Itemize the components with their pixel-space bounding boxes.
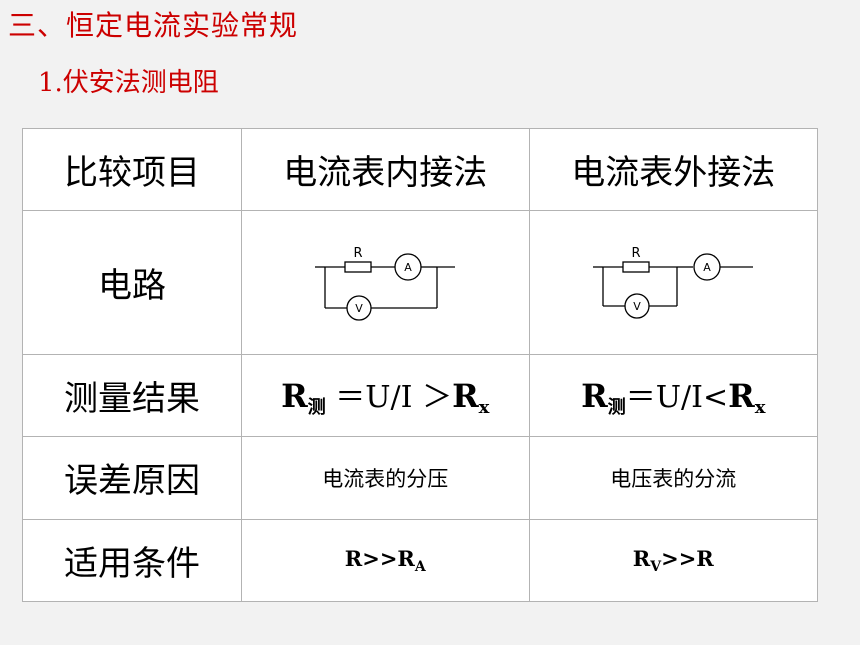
cell-applicable-outer: RV>>R — [528, 518, 819, 603]
table-row-error: 误差原因 电流表的分压 电压表的分流 — [22, 436, 819, 520]
inner-result-formula: R测 ＝U/I ＞Rx — [281, 376, 490, 418]
inner-ammeter-label: A — [405, 261, 413, 274]
row-label-error: 误差原因 — [22, 436, 242, 520]
outer-result-formula: R测＝U/I<Rx — [581, 376, 766, 418]
inner-circuit-diagram: R A V — [311, 239, 460, 326]
outer-voltmeter-label: V — [634, 300, 642, 313]
row-label-circuit: 电路 — [22, 210, 242, 355]
table-header-row: 比较项目 电流表内接法 电流表外接法 — [22, 127, 819, 212]
header-cell-outer: 电流表外接法 — [528, 127, 819, 212]
cell-result-inner: R测 ＝U/I ＞Rx — [240, 353, 530, 438]
sub-measured: 测 — [307, 396, 326, 418]
cell-error-outer: 电压表的分流 — [528, 436, 819, 520]
header-cell-item: 比较项目 — [22, 127, 242, 212]
cell-result-outer: R测＝U/I<Rx — [528, 353, 819, 438]
slide-title: 三、恒定电流实验常规 — [8, 9, 299, 42]
inner-voltmeter-label: V — [356, 302, 364, 315]
cell-circuit-outer: R A V — [528, 210, 819, 355]
comparison-table: 比较项目 电流表内接法 电流表外接法 电路 — [22, 127, 819, 603]
cell-applicable-inner: R>>RA — [240, 518, 530, 603]
outer-condition: RV>>R — [632, 545, 714, 575]
inner-resistor-label: R — [354, 246, 363, 261]
table-row-result: 测量结果 R测 ＝U/I ＞Rx R测＝U/I<Rx — [22, 353, 819, 438]
row-label-result: 测量结果 — [22, 353, 242, 438]
outer-ammeter-label: A — [704, 261, 712, 274]
inner-condition: R>>RA — [344, 545, 426, 575]
table-row-applicable: 适用条件 R>>RA RV>>R — [22, 518, 819, 603]
cell-circuit-inner: R A V — [240, 210, 530, 355]
slide-subtitle: 1.伏安法测电阻 — [38, 68, 219, 98]
outer-circuit-diagram: R A V — [589, 239, 758, 326]
row-label-applicable: 适用条件 — [22, 518, 242, 603]
sub-measured: 测 — [607, 396, 626, 418]
cell-error-inner: 电流表的分压 — [240, 436, 530, 520]
outer-resistor-label: R — [632, 246, 641, 261]
table-row-circuit: 电路 — [22, 210, 819, 355]
header-cell-inner: 电流表内接法 — [240, 127, 530, 212]
